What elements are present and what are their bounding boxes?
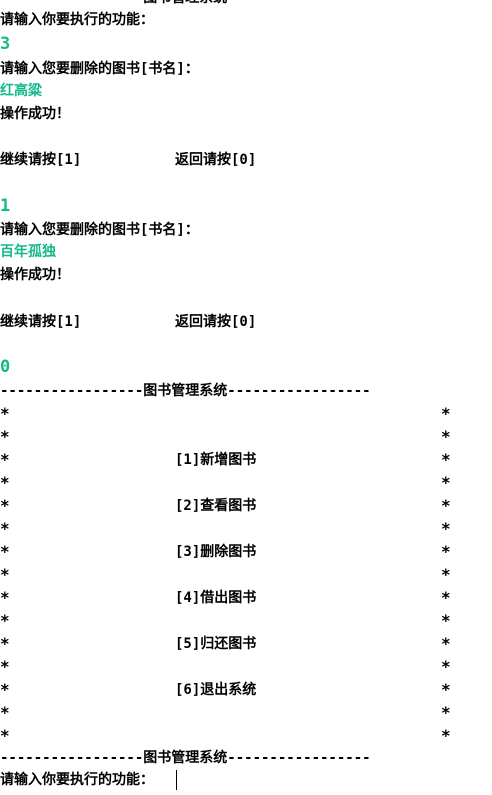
continue-hint: 继续请按[1] [0, 314, 82, 330]
menu-border-star-right: * [441, 427, 451, 446]
back-hint: 返回请按[0] [175, 152, 257, 168]
menu-border-star-left: * [0, 427, 10, 446]
menu-border-star-left: * [0, 542, 10, 561]
menu-border-star-left: * [0, 519, 10, 538]
menu-border-star-left: * [0, 703, 10, 722]
menu-border-star-left: * [0, 496, 10, 515]
menu-border-star-right: * [441, 680, 451, 699]
user-input: 3 [0, 34, 11, 54]
prompt-delete-book: 请输入您要删除的图书[书名]： [0, 61, 199, 77]
menu-item-borrow-book: [4]借出图书 [175, 590, 257, 606]
user-input: 1 [0, 196, 11, 216]
menu-border-star-left: * [0, 657, 10, 676]
menu-item-delete-book: [3]删除图书 [175, 544, 257, 560]
menu-border-star-left: * [0, 404, 10, 423]
menu-border-star-right: * [441, 611, 451, 630]
menu-border-star-right: * [441, 657, 451, 676]
status-success: 操作成功！ [0, 106, 70, 122]
status-success: 操作成功！ [0, 267, 70, 283]
prompt-delete-book: 请输入您要删除的图书[书名]： [0, 222, 199, 238]
user-input-book: 百年孤独 [0, 244, 56, 260]
header-rule: -----------------图书管理系统----------------- [0, 0, 371, 8]
menu-item-return-book: [5]归还图书 [175, 636, 257, 652]
menu-rule-top: -----------------图书管理系统----------------- [0, 383, 371, 399]
menu-border-star-right: * [441, 565, 451, 584]
menu-item-exit: [6]退出系统 [175, 682, 257, 698]
menu-rule-bottom: -----------------图书管理系统----------------- [0, 750, 371, 766]
back-hint: 返回请按[0] [175, 314, 257, 330]
menu-border-star-right: * [441, 404, 451, 423]
menu-border-star-left: * [0, 588, 10, 607]
text-caret[interactable] [176, 770, 177, 790]
user-input: 0 [0, 357, 11, 377]
menu-item-add-book: [1]新增图书 [175, 452, 257, 468]
menu-border-star-left: * [0, 473, 10, 492]
prompt-function-final: 请输入你要执行的功能： [0, 772, 154, 788]
menu-border-star-left: * [0, 680, 10, 699]
menu-border-star-right: * [441, 496, 451, 515]
continue-hint: 继续请按[1] [0, 152, 82, 168]
menu-border-star-right: * [441, 588, 451, 607]
menu-item-view-books: [2]查看图书 [175, 498, 257, 514]
menu-border-star-right: * [441, 634, 451, 653]
user-input-book: 红高粱 [0, 83, 42, 99]
menu-border-star-right: * [441, 703, 451, 722]
menu-border-star-right: * [441, 542, 451, 561]
menu-border-star-right: * [441, 519, 451, 538]
menu-border-star-left: * [0, 611, 10, 630]
menu-border-star-right: * [441, 473, 451, 492]
menu-border-star-right: * [441, 450, 451, 469]
prompt-function: 请输入你要执行的功能： [0, 12, 154, 28]
menu-border-star-left: * [0, 450, 10, 469]
menu-border-star-left: * [0, 634, 10, 653]
menu-border-star-left: * [0, 565, 10, 584]
menu-border-star-right: * [441, 726, 451, 745]
menu-border-star-left: * [0, 726, 10, 745]
